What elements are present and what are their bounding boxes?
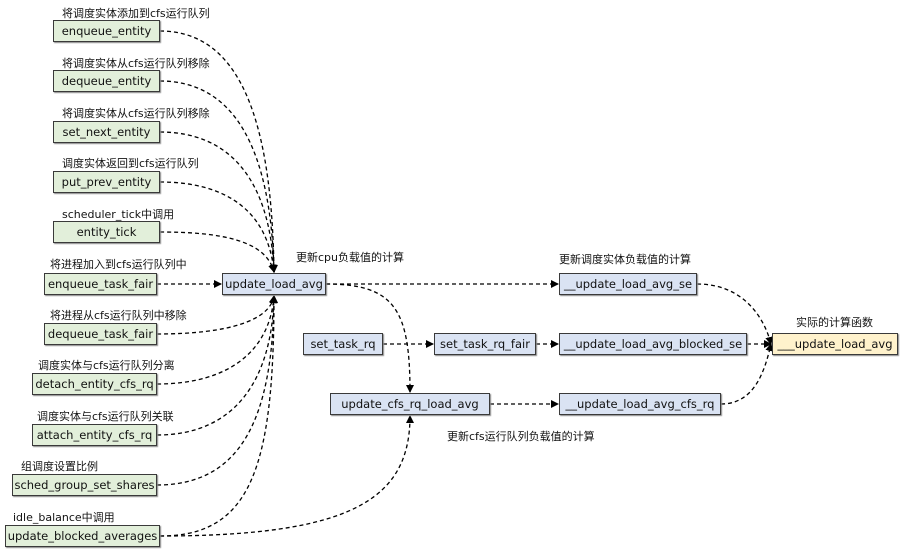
caller-note: 将调度实体添加到cfs运行队列 — [62, 7, 210, 20]
arrow-se-to-core — [696, 283, 774, 345]
caller-box-sched-group-set-shares[interactable]: sched_group_set_shares — [12, 474, 157, 496]
caller-note: 将进程加入到cfs运行队列中 — [50, 258, 187, 271]
caller-box-enqueue-entity[interactable]: enqueue_entity — [53, 20, 160, 42]
caller-box-entity-tick[interactable]: entity_tick — [53, 221, 160, 243]
arrow-load-avg-to-cfs-rq — [325, 283, 414, 393]
note-se-load: 更新调度实体负载值的计算 — [559, 253, 691, 266]
caller-note: 将调度实体从cfs运行队列移除 — [62, 57, 210, 70]
note-cfs-rq-load: 更新cfs运行队列负载值的计算 — [447, 430, 595, 443]
arrow-dequeue-entity — [159, 80, 278, 273]
node-update-load-avg[interactable]: update_load_avg — [222, 273, 326, 295]
node-set-task-rq[interactable]: set_task_rq — [303, 333, 383, 355]
arrow-cfs-rq-to-core — [720, 343, 774, 405]
arrow-dequeue-task-fair — [156, 295, 277, 335]
node-update-load-avg-blocked-se[interactable]: __update_load_avg_blocked_se — [559, 333, 747, 355]
arrow-enqueue-entity — [159, 30, 278, 273]
arrow-update-blocked-to-load-avg — [159, 295, 278, 537]
arrow-set-next-entity — [159, 131, 278, 273]
caller-box-update-blocked-averages[interactable]: update_blocked_averages — [5, 525, 160, 547]
note-core-function: 实际的计算函数 — [796, 316, 873, 329]
caller-box-dequeue-entity[interactable]: dequeue_entity — [53, 70, 160, 92]
arrow-detach-entity — [156, 295, 278, 385]
note-cpu-load: 更新cpu负载值的计算 — [296, 251, 405, 264]
caller-note: 调度实体返回到cfs运行队列 — [62, 157, 199, 170]
arrow-sched-group-set-shares — [156, 295, 278, 486]
caller-box-attach-entity-cfs-rq[interactable]: attach_entity_cfs_rq — [32, 424, 157, 446]
caller-box-set-next-entity[interactable]: set_next_entity — [53, 121, 160, 143]
caller-note: 将进程从cfs运行队列中移除 — [50, 309, 187, 322]
caller-box-enqueue-task-fair[interactable]: enqueue_task_fair — [44, 273, 157, 295]
caller-note: 将调度实体从cfs运行队列移除 — [62, 107, 210, 120]
node-set-task-rq-fair[interactable]: set_task_rq_fair — [434, 333, 536, 355]
arrow-update-blocked-to-cfs-rq — [159, 415, 414, 537]
caller-note: idle_balance中调用 — [13, 511, 115, 524]
arrow-attach-entity — [156, 295, 278, 436]
caller-box-put-prev-entity[interactable]: put_prev_entity — [53, 171, 160, 193]
caller-note: 调度实体与cfs运行队列关联 — [37, 410, 174, 423]
node-update-load-avg-se[interactable]: __update_load_avg_se — [559, 273, 697, 295]
caller-note: 组调度设置比例 — [21, 460, 98, 473]
arrow-entity-tick — [159, 231, 277, 273]
arrow-put-prev-entity — [159, 181, 278, 273]
caller-box-dequeue-task-fair[interactable]: dequeue_task_fair — [44, 323, 157, 345]
caller-box-detach-entity-cfs-rq[interactable]: detach_entity_cfs_rq — [32, 373, 157, 395]
node-update-cfs-rq-load-avg[interactable]: update_cfs_rq_load_avg — [330, 393, 490, 415]
caller-note: scheduler_tick中调用 — [62, 208, 175, 221]
node-update-load-avg-cfs-rq[interactable]: __update_load_avg_cfs_rq — [559, 393, 721, 415]
caller-note: 调度实体与cfs运行队列分离 — [38, 359, 175, 372]
node-core-update-load-avg[interactable]: ___update_load_avg — [772, 333, 898, 355]
